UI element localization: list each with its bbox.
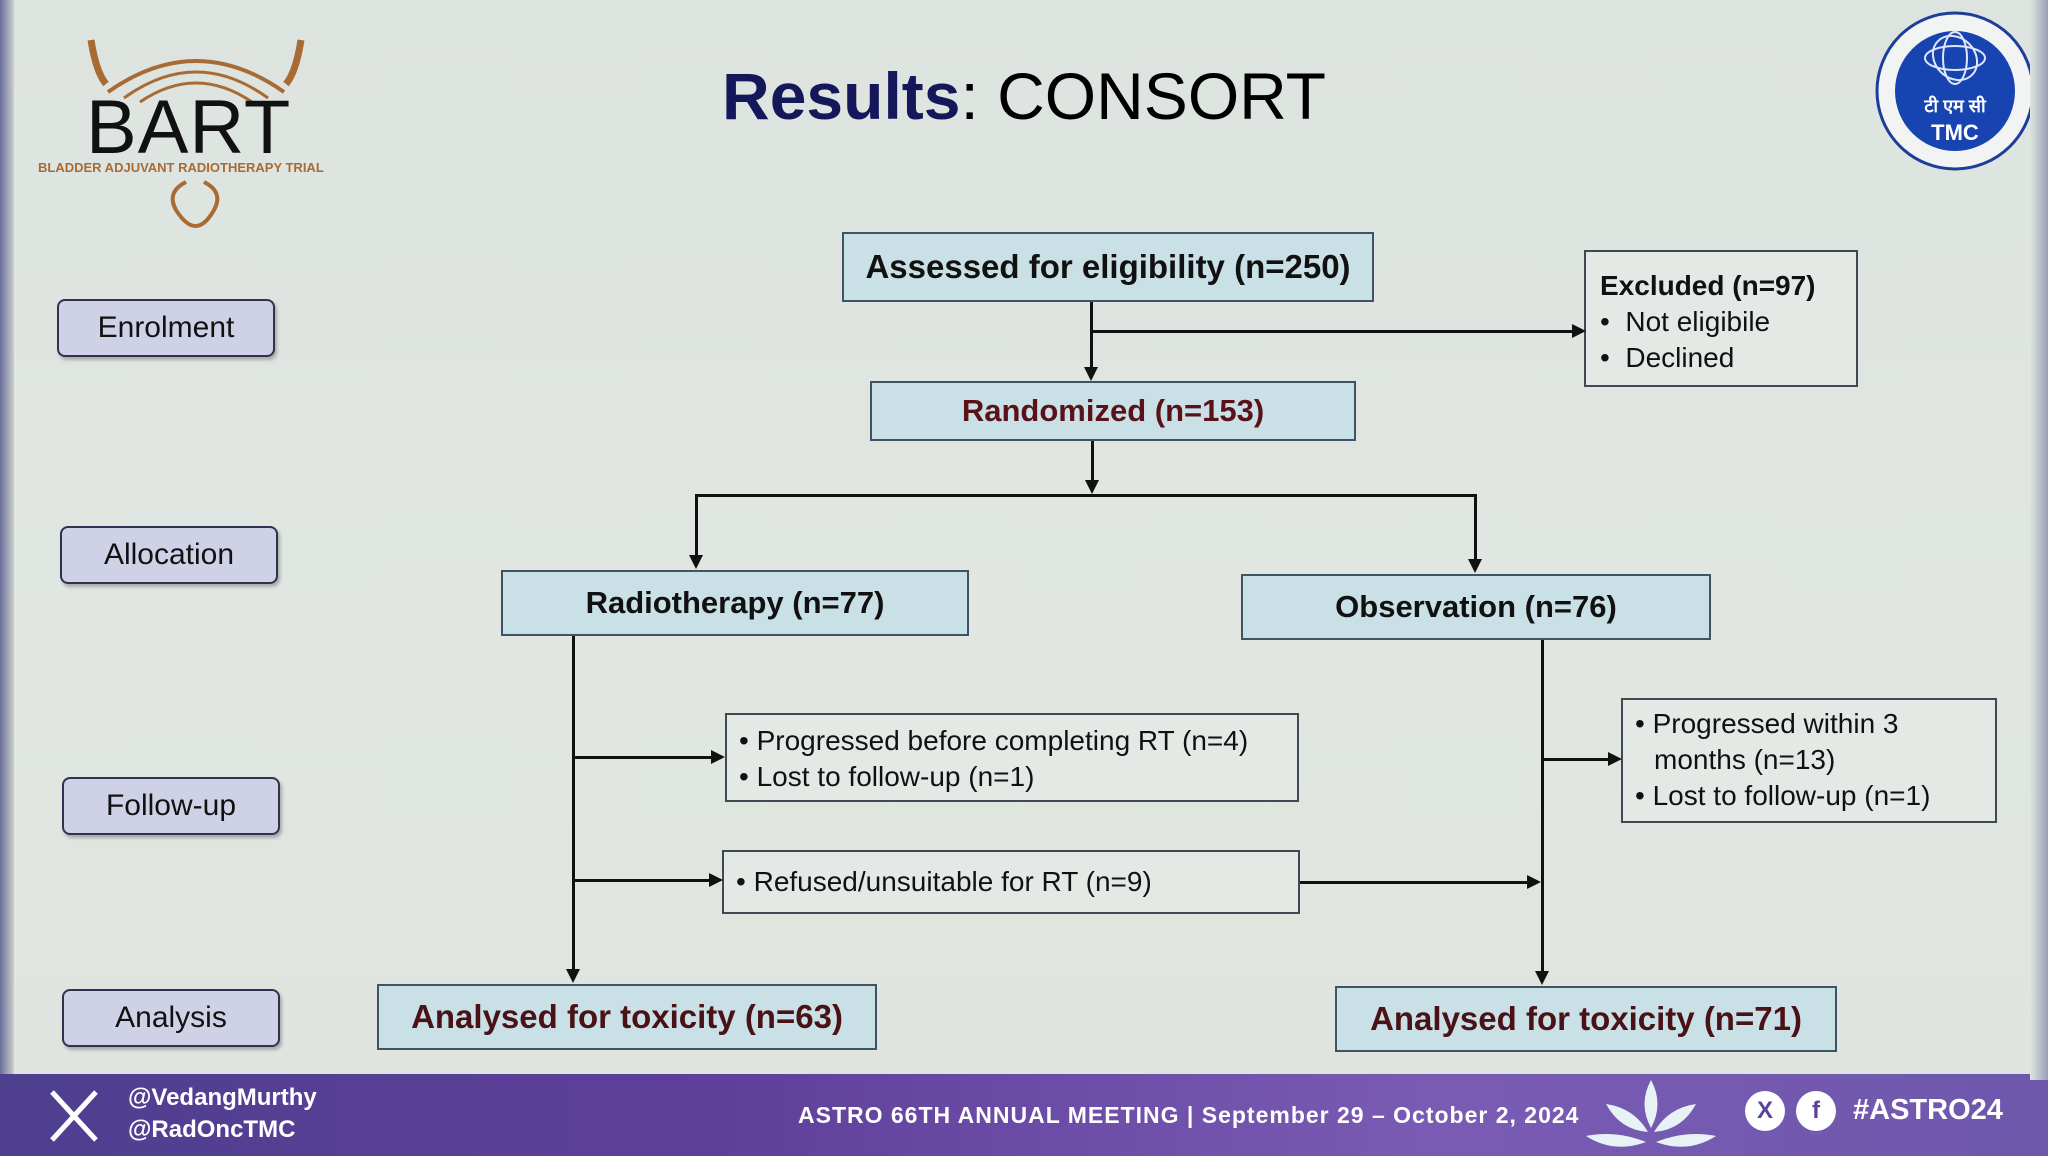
analysis-left-box: Analysed for toxicity (n=63) [377,984,877,1050]
flower-logo-icon [1576,1074,1726,1156]
connector-randomized-down [1091,441,1094,481]
tmc-seal-hindi: टी एम सी [1924,96,1986,116]
connector-split [695,494,1477,497]
arrow-crossover-to-observation [1527,875,1541,889]
observation-arm-label: Observation (n=76) [1335,589,1617,624]
handle-2: @RadOncTMC [128,1116,296,1143]
radiotherapy-arm-box: Radiotherapy (n=77) [501,570,969,636]
connector-observation-down [1541,640,1544,972]
arrow-to-crossover [709,873,723,887]
stage-allocation: Allocation [60,526,278,584]
bart-logo-subtitle: BLADDER ADJUVANT RADIOTHERAPY TRIAL [38,160,324,175]
bart-logo-text: BART [86,85,292,170]
connector-split-left [695,494,698,556]
hashtag: #ASTRO24 [1853,1094,2003,1126]
arrow-to-observation-losses [1608,752,1622,766]
arrow-to-radiotherapy [689,555,703,569]
analysis-left-label: Analysed for toxicity (n=63) [411,998,843,1035]
arrow-randomized-stem [1085,480,1099,494]
connector-split-right [1474,494,1477,560]
tmc-seal: टी एम सी TMC [1874,10,2036,172]
x-logo-icon [46,1088,102,1144]
assessed-box: Assessed for eligibility (n=250) [842,232,1374,302]
stage-enrolment: Enrolment [57,299,275,357]
crossover-label: Refused/unsuitable for RT (n=9) [753,866,1152,897]
assessed-label: Assessed for eligibility (n=250) [865,248,1351,285]
connector-assessed-down [1090,302,1093,368]
title-bold: Results [722,59,961,133]
tmc-seal-graphic [1875,11,2035,171]
excluded-title: Excluded (n=97) [1600,270,1816,301]
arrow-to-observation [1468,559,1482,573]
analysis-right-label: Analysed for toxicity (n=71) [1370,1000,1802,1037]
connector-radiotherapy-down [572,636,575,970]
connector-to-excluded [1091,330,1573,333]
crossover-box: • Refused/unsuitable for RT (n=9) [722,850,1300,914]
radiotherapy-arm-label: Radiotherapy (n=77) [585,585,885,620]
connector-to-observation-losses [1543,758,1609,761]
bart-logo: BART BLADDER ADJUVANT RADIOTHERAPY TRIAL [36,32,366,242]
bart-logo-graphic [87,39,305,228]
x-social-icon: X [1745,1091,1785,1131]
excluded-item: • Declined [1600,342,1735,373]
connector-crossover-to-observation [1300,881,1527,884]
connector-to-radiotherapy-losses [574,756,712,759]
radiotherapy-loss-item: • Progressed before completing RT (n=4) [739,725,1249,756]
radiotherapy-losses-box: • Progressed before completing RT (n=4) … [725,713,1299,802]
arrow-to-radiotherapy-losses [711,750,725,764]
arrow-to-excluded [1572,324,1586,338]
slide-title: Results: CONSORT [0,58,2048,134]
arrow-to-randomized [1084,367,1098,381]
observation-loss-item: months (n=13) [1654,744,1836,775]
meeting-info: ASTRO 66TH ANNUAL MEETING | September 29… [798,1102,1580,1128]
handle-1: @VedangMurthy [128,1084,317,1111]
analysis-right-box: Analysed for toxicity (n=71) [1335,986,1837,1052]
observation-loss-item: • Progressed within 3 [1635,708,1899,739]
excluded-box: Excluded (n=97) • Not eligibile • Declin… [1584,250,1858,387]
observation-arm-box: Observation (n=76) [1241,574,1711,640]
title-rest: : CONSORT [960,59,1326,133]
arrow-to-analysis-left [566,969,580,983]
footer-bar: @VedangMurthy @RadOncTMC ASTRO 66TH ANNU… [0,1074,2048,1156]
randomized-box: Randomized (n=153) [870,381,1356,441]
stage-analysis: Analysis [62,989,280,1047]
excluded-item: • Not eligibile [1600,306,1771,337]
arrow-to-analysis-right [1535,971,1549,985]
connector-to-crossover [574,879,710,882]
radiotherapy-loss-item: • Lost to follow-up (n=1) [739,761,1035,792]
tmc-seal-label: TMC [1931,120,1979,145]
facebook-icon: f [1796,1091,1836,1131]
stage-follow-up: Follow-up [62,777,280,835]
observation-losses-box: • Progressed within 3 months (n=13) • Lo… [1621,698,1997,823]
observation-loss-item: • Lost to follow-up (n=1) [1635,780,1931,811]
randomized-label: Randomized (n=153) [961,393,1265,428]
